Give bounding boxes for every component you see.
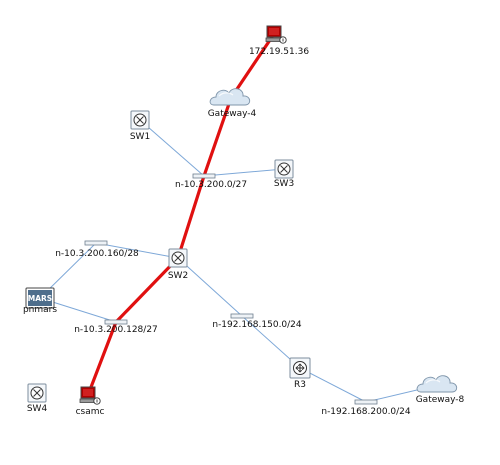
net3-network-icon[interactable] bbox=[104, 319, 128, 325]
sw2-label: SW2 bbox=[168, 271, 188, 281]
sw1-label: SW1 bbox=[130, 132, 150, 142]
net4-network-icon[interactable] bbox=[230, 313, 254, 319]
pnmars-mars-icon[interactable]: MARS bbox=[25, 287, 55, 309]
r3-router-icon[interactable] bbox=[289, 357, 311, 379]
csamc-label: csamc bbox=[76, 407, 105, 417]
sw3-switch-icon[interactable] bbox=[274, 159, 294, 179]
link-r3-net5[interactable] bbox=[299, 367, 367, 403]
sw4-switch-icon[interactable] bbox=[27, 383, 47, 403]
sw2-switch-icon[interactable] bbox=[168, 248, 188, 268]
link-gw4-net1-highlighted[interactable] bbox=[202, 96, 233, 178]
link-sw1-net1[interactable] bbox=[139, 119, 205, 177]
link-sw2-net4[interactable] bbox=[177, 257, 243, 317]
link-net1-sw2-highlighted[interactable] bbox=[176, 174, 206, 260]
net4-label: n-192.168.150.0/24 bbox=[212, 320, 302, 330]
gw4-cloud-icon[interactable] bbox=[209, 88, 251, 106]
link-sw2-net3-highlighted[interactable] bbox=[114, 256, 180, 324]
host1-label: 172.19.51.36 bbox=[249, 47, 309, 57]
net3-label: n-10.3.200.128/27 bbox=[74, 325, 158, 335]
csamc-computer-icon[interactable] bbox=[79, 386, 101, 405]
net5-label: n-192.168.200.0/24 bbox=[321, 407, 411, 417]
sw3-label: SW3 bbox=[274, 179, 294, 189]
net5-network-icon[interactable] bbox=[354, 399, 378, 405]
gw8-label: Gateway-8 bbox=[416, 395, 465, 405]
gw4-label: Gateway-4 bbox=[208, 109, 257, 119]
sw4-label: SW4 bbox=[27, 404, 48, 414]
net2-network-icon[interactable] bbox=[84, 240, 108, 246]
net2-label: n-10.3.200.160/28 bbox=[55, 249, 139, 259]
r3-label: R3 bbox=[294, 380, 306, 390]
link-net1-sw3[interactable] bbox=[203, 168, 285, 177]
link-net2-sw2[interactable] bbox=[95, 242, 179, 259]
link-host1-gw4-highlighted[interactable] bbox=[229, 32, 276, 100]
nodes-layer: MARS bbox=[25, 25, 458, 405]
gw8-cloud-icon[interactable] bbox=[416, 375, 458, 393]
link-net3-csamc-highlighted[interactable] bbox=[86, 320, 118, 397]
sw1-switch-icon[interactable] bbox=[130, 110, 150, 130]
pnmars-label: pnmars bbox=[23, 305, 57, 315]
net1-label: n-10.3.200.0/27 bbox=[175, 180, 247, 190]
mars-badge-text: MARS bbox=[28, 294, 52, 303]
net1-network-icon[interactable] bbox=[192, 173, 216, 179]
host1-computer-icon[interactable] bbox=[265, 25, 287, 44]
links-layer bbox=[39, 32, 439, 403]
